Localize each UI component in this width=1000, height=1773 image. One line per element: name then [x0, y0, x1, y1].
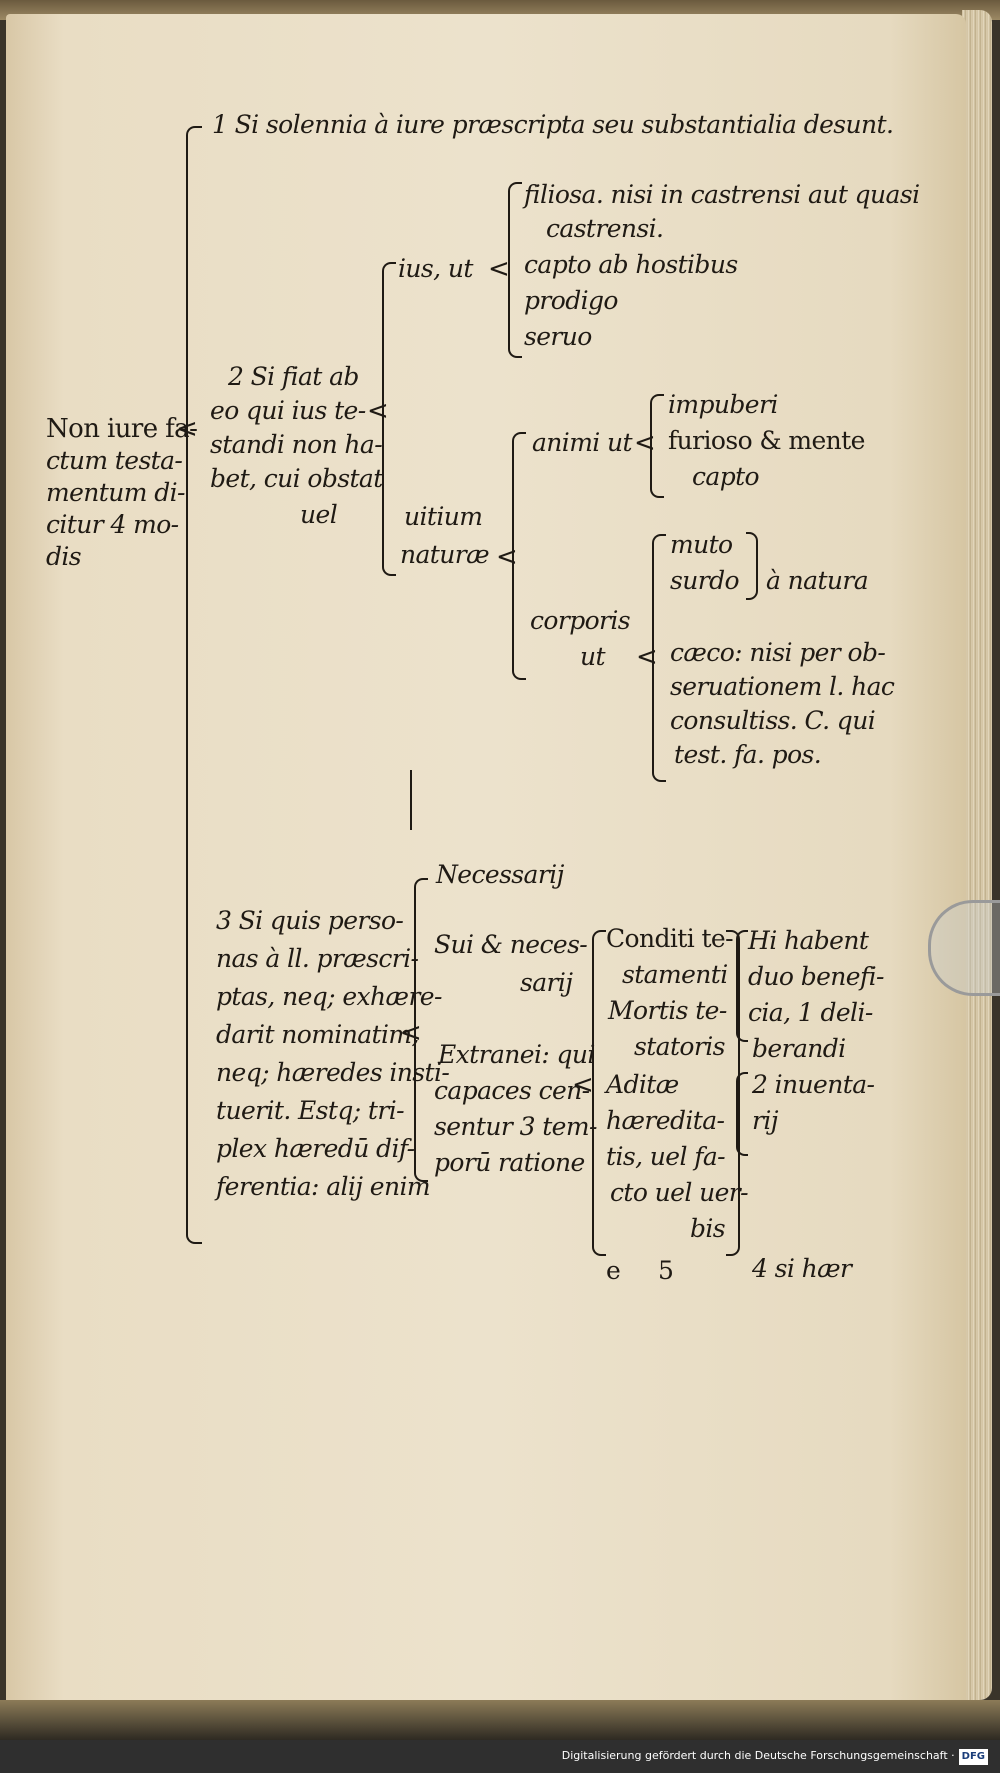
credit-text: Digitalisierung gefördert durch die Deut… [562, 1748, 988, 1765]
uitium-line-1: uitium [404, 502, 483, 531]
root-line-3: mentum di- [46, 478, 185, 507]
tempora-line-8: cto uel uer- [610, 1178, 749, 1207]
signature-mark: e [606, 1256, 621, 1285]
catchword: 4 si hær [752, 1254, 852, 1283]
item-2-line-4: bet, cui obstat [210, 464, 383, 493]
ius-label: ius, ut [398, 254, 473, 283]
animi-item-2: furioso & mente [668, 426, 865, 455]
beneficia-line-5: 2 inuenta- [752, 1070, 875, 1099]
corporis-line-1: corporis [530, 606, 631, 635]
animi-label: animi ut [532, 428, 633, 457]
ius-item-3: prodigo [524, 286, 618, 315]
uitium-brace [512, 432, 526, 680]
item-2-line-5: uel [300, 500, 338, 529]
uitium-line-2: naturæ [400, 540, 490, 569]
item-1: 1 Si solennia à iure præscripta seu subs… [212, 110, 894, 139]
item-3-line-3: ptas, neq; exhære- [216, 982, 442, 1011]
beneficia-line-4: berandi [752, 1034, 846, 1063]
extranei-line-2: capaces cen- [434, 1076, 590, 1105]
animi-item-1: impuberi [668, 390, 778, 419]
corporis-a-natura: à natura [766, 566, 869, 595]
beneficia-line-2: duo benefi- [748, 962, 885, 991]
item-2-line-1: 2 Si fiat ab [228, 362, 359, 391]
credit-line: Digitalisierung gefördert durch die Deut… [561, 1749, 955, 1762]
caeco-line-4: test. fa. pos. [674, 740, 822, 769]
root-line-1: Non iure fa- [46, 414, 198, 444]
item-2-line-3: standi non ha- [210, 430, 383, 459]
item-3-divider [410, 770, 412, 830]
corporis-item-surdo: surdo [670, 566, 740, 595]
main-brace-tip: < [176, 414, 198, 444]
beneficia-line-3: cia, 1 deli- [748, 998, 873, 1027]
tempora-line-6: hæredita- [606, 1106, 725, 1135]
item-2-brace [382, 262, 396, 576]
ius-item-4: seruo [524, 322, 592, 351]
item-2-brace-tip: < [367, 396, 389, 426]
corporis-brace [652, 534, 666, 782]
item-3-line-6: tuerit. Estq; tri- [216, 1096, 405, 1125]
tempora-line-5: Aditæ [606, 1070, 679, 1099]
tempora-line-2: stamenti [622, 960, 728, 989]
tempora-brace [592, 930, 606, 1256]
root-line-4: citur 4 mo- [46, 510, 179, 539]
tempora-brace-tip: < [572, 1070, 594, 1100]
tempora-line-3: Mortis te- [608, 996, 727, 1025]
sui-line-2: sarij [520, 968, 573, 997]
dfg-logo: DFG [958, 1749, 988, 1765]
extranei-line-3: sentur 3 tem- [434, 1112, 597, 1141]
item-3-line-2: nas à ll. præscri- [216, 944, 419, 973]
signature-number: 5 [658, 1256, 674, 1285]
tempora-line-4: statoris [634, 1032, 725, 1061]
root-line-2: ctum testa- [46, 446, 183, 475]
credit-bar [0, 1740, 1000, 1773]
item-2-line-2: eo qui ius te- [210, 396, 366, 425]
main-brace [186, 126, 202, 1244]
extranei-line-1: Extranei: qui [438, 1040, 595, 1069]
item-3-brace [414, 878, 428, 1182]
tempora-close-brace [726, 930, 740, 1256]
root-line-5: dis [46, 542, 82, 571]
item-3-line-4: darit nominatim, [216, 1020, 419, 1049]
corporis-item-muto: muto [670, 530, 733, 559]
caeco-line-3: consultiss. C. qui [670, 706, 876, 735]
caeco-line-1: cæco: nisi per ob- [670, 638, 886, 667]
beneficia-brace-lower [736, 1072, 748, 1156]
item-3-line-8: ferentia: alij enim [216, 1172, 431, 1201]
tempora-line-7: tis, uel fa- [606, 1142, 726, 1171]
tempora-line-1: Conditi te- [606, 924, 734, 953]
animi-brace [650, 394, 664, 498]
ius-brace [508, 182, 522, 358]
caeco-line-2: seruationem l. hac [670, 672, 895, 701]
item-3-line-1: 3 Si quis perso- [216, 906, 404, 935]
sui-line-1: Sui & neces- [434, 930, 588, 959]
corporis-line-2: ut [580, 642, 606, 671]
page-fore-edge [962, 10, 992, 1700]
extranei-line-4: porū ratione [434, 1148, 585, 1177]
necessarij: Necessarij [436, 860, 564, 889]
animi-item-3: capto [692, 462, 760, 491]
item-3-line-7: plex hæredū dif- [216, 1134, 415, 1163]
page-clip [928, 900, 1000, 996]
beneficia-line-6: rij [752, 1106, 779, 1135]
ius-item-1b: castrensi. [546, 214, 664, 243]
ius-item-2: capto ab hostibus [524, 250, 738, 279]
book-cover-bottom [0, 1700, 1000, 1740]
tempora-line-9: bis [690, 1214, 726, 1243]
item-3-brace-tip: < [400, 1018, 422, 1048]
paper-sheet [6, 14, 966, 1714]
ius-item-1: filiosa. nisi in castrensi aut quasi [524, 180, 920, 209]
item-3-line-5: neq; hæredes insti- [216, 1058, 450, 1087]
natura-brace [746, 532, 758, 600]
beneficia-line-1: Hi habent [748, 926, 869, 955]
ius-brace-tip: < [488, 254, 510, 284]
beneficia-brace-upper [736, 930, 748, 1042]
